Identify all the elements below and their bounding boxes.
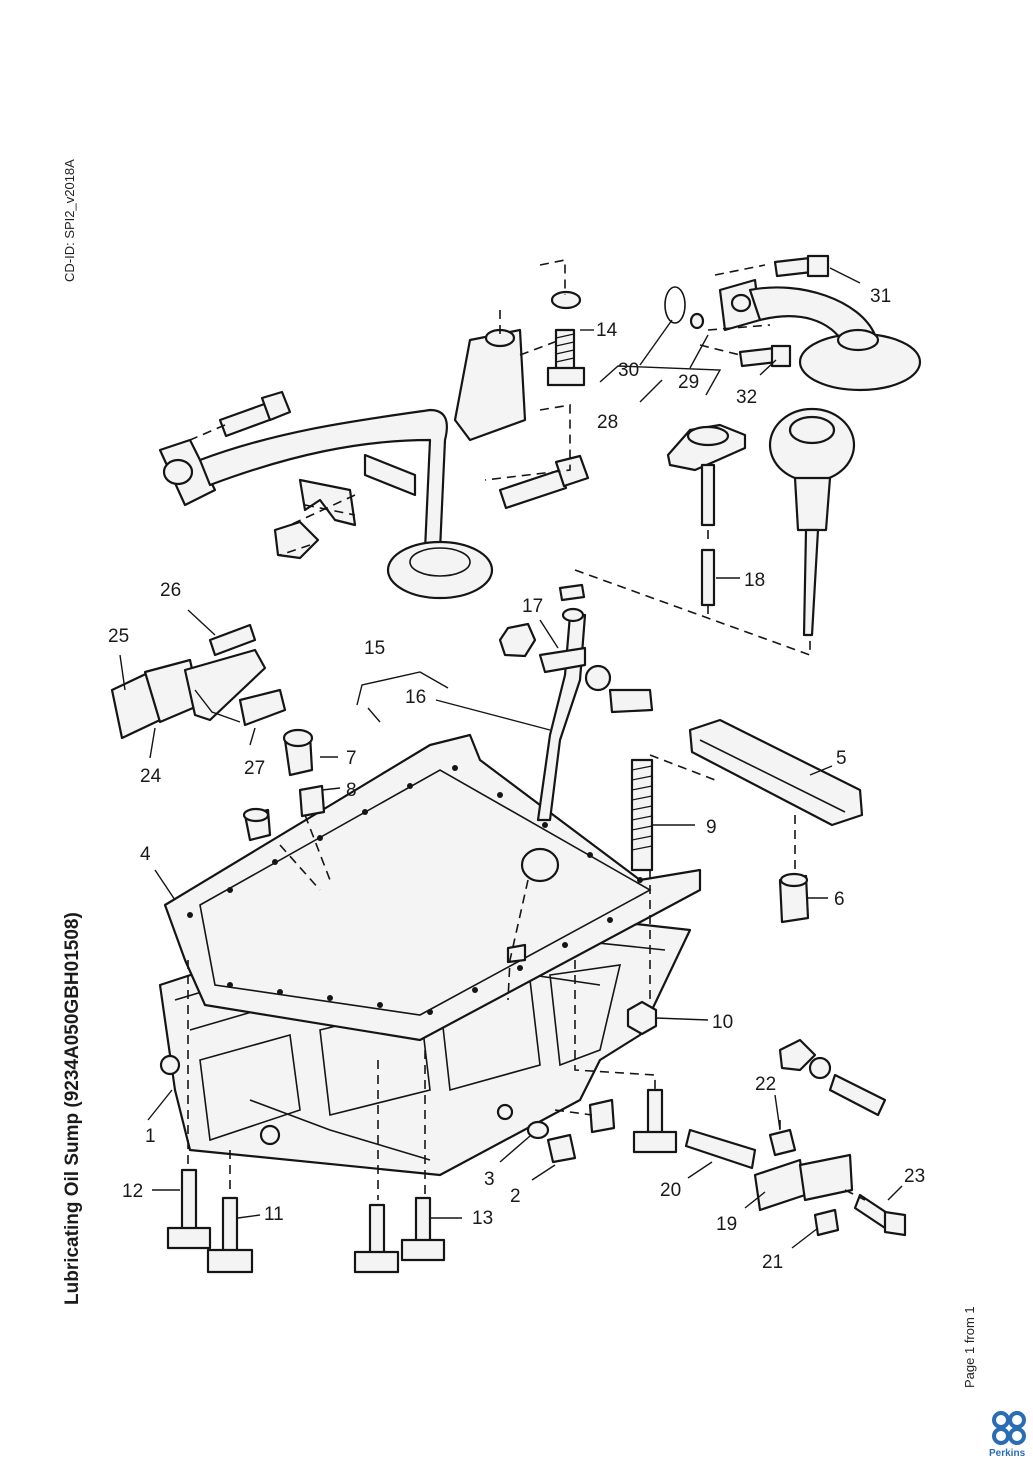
brand-name: Perkins [989, 1448, 1026, 1459]
callout-17: 17 [522, 596, 543, 617]
callout-13: 13 [472, 1208, 493, 1229]
callout-25: 25 [108, 626, 129, 647]
callout-4: 4 [140, 844, 151, 865]
callout-22: 22 [755, 1074, 776, 1095]
callout-20: 20 [660, 1180, 681, 1201]
callout-24: 24 [140, 766, 162, 787]
callout-8: 8 [346, 780, 357, 801]
callout-3: 3 [484, 1169, 495, 1190]
callout-7: 7 [346, 748, 357, 769]
callout-27: 27 [244, 758, 265, 779]
leader-lines [119, 267, 903, 1249]
callout-6: 6 [834, 889, 845, 910]
adapter-24 [110, 623, 287, 740]
callout-5: 5 [836, 748, 847, 769]
bracket-19 [684, 1038, 907, 1237]
bolt-14 [546, 290, 586, 387]
callout-9: 9 [706, 817, 717, 838]
nut-10 [626, 1000, 658, 1036]
callout-28: 28 [597, 412, 618, 433]
callout-15: 15 [364, 638, 385, 659]
pipe-bolt [218, 390, 590, 510]
callout-2: 2 [510, 1186, 521, 1207]
callout-30: 30 [618, 360, 639, 381]
callout-18: 18 [744, 570, 765, 591]
plug-7-8 [242, 728, 326, 842]
callout-11: 11 [264, 1204, 284, 1225]
bracket-5 [688, 718, 864, 924]
perkins-logo-icon [992, 1411, 1026, 1445]
dipstick-tube [498, 583, 654, 964]
callout-23: 23 [904, 1166, 925, 1187]
callout-12: 12 [122, 1181, 143, 1202]
dashed-alignment-lines [187, 259, 866, 1201]
callout-31: 31 [870, 286, 891, 307]
drain-plug [526, 1098, 616, 1164]
callout-29: 29 [678, 372, 699, 393]
callout-14: 14 [596, 320, 618, 341]
callout-labels: 1 2 3 4 5 6 7 8 9 10 11 12 13 14 15 16 1… [108, 286, 925, 1273]
dipstick [666, 407, 856, 637]
callout-16: 16 [405, 687, 426, 708]
stud-9 [630, 758, 654, 872]
callout-1: 1 [145, 1126, 156, 1147]
callout-32: 32 [736, 387, 757, 408]
oil-pickup-pipe [158, 328, 527, 600]
oil-strainer [664, 254, 922, 392]
callout-10: 10 [712, 1012, 733, 1033]
sump-bolts [166, 1088, 678, 1274]
callout-19: 19 [716, 1214, 737, 1235]
sump-gasket [163, 733, 702, 1042]
callout-21: 21 [762, 1252, 783, 1273]
callout-26: 26 [160, 580, 181, 601]
